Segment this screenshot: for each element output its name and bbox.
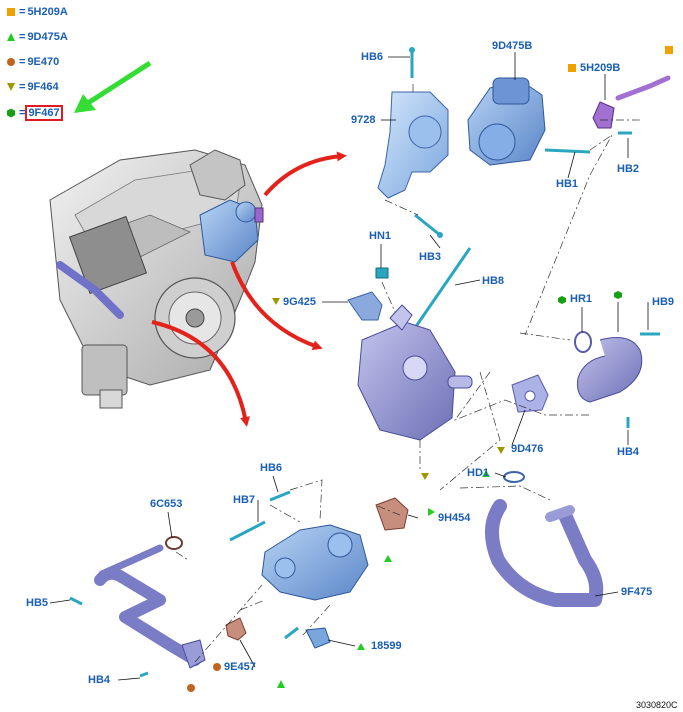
part-label-9g425: 9G425 bbox=[283, 296, 317, 308]
part-label-hb7: HB7 bbox=[233, 494, 256, 506]
part-label-6c653: 6C653 bbox=[150, 498, 183, 510]
part-label-5h209b: 5H209B bbox=[580, 62, 621, 74]
part-label-18599: 18599 bbox=[371, 640, 402, 652]
green-pointer-arrow bbox=[74, 60, 152, 113]
part-label-9728: 9728 bbox=[351, 114, 376, 126]
part-label-9d476: 9D476 bbox=[511, 443, 544, 455]
legend-code: 9F464 bbox=[27, 81, 59, 93]
lower-assembly bbox=[69, 490, 409, 678]
part-label-hb2: HB2 bbox=[617, 163, 640, 175]
part-label-hb8: HB8 bbox=[482, 275, 505, 287]
part-label-hb6-lower: HB6 bbox=[260, 462, 283, 474]
part-label-hb4-lower: HB4 bbox=[88, 674, 111, 686]
part-label-hb5: HB5 bbox=[26, 597, 49, 609]
engine-illustration bbox=[49, 149, 264, 409]
legend-row-9e470: =9E470 bbox=[6, 55, 59, 69]
reference-number: 3030820C bbox=[636, 700, 678, 710]
alignment-lines-lower bbox=[175, 479, 401, 663]
triangle-down-symbol-icon bbox=[7, 83, 15, 91]
legend-row-5h209a: =5H209A bbox=[6, 5, 68, 19]
circle-symbol-icon bbox=[7, 58, 15, 66]
part-label-hb6: HB6 bbox=[361, 51, 384, 63]
part-label-hd1: HD1 bbox=[467, 467, 490, 479]
part-label-hb4: HB4 bbox=[617, 446, 640, 458]
part-label-9d475b: 9D475B bbox=[492, 40, 533, 52]
part-label-hb9: HB9 bbox=[652, 296, 675, 308]
legend-row-9f464: =9F464 bbox=[6, 80, 59, 94]
square-symbol-icon bbox=[7, 8, 15, 16]
part-label-hb3: HB3 bbox=[419, 251, 442, 263]
part-label-9h454: 9H454 bbox=[438, 512, 471, 524]
hexagon-symbol-icon bbox=[7, 108, 15, 118]
legend-row-9d475a: =9D475A bbox=[6, 30, 68, 44]
diagram-symbols bbox=[187, 46, 673, 692]
red-callout-arrows bbox=[151, 151, 347, 427]
legend-code: 5H209A bbox=[27, 6, 68, 18]
alignment-lines bbox=[381, 84, 640, 501]
part-label-hb1: HB1 bbox=[556, 178, 579, 190]
part-label-9e457: 9E457 bbox=[224, 661, 256, 673]
part-label-hr1: HR1 bbox=[570, 293, 593, 305]
upper-assembly bbox=[347, 47, 671, 607]
part-label-hn1: HN1 bbox=[369, 230, 392, 242]
legend-code: 9D475A bbox=[27, 31, 68, 43]
leader-lines bbox=[49, 52, 649, 681]
part-label-9f475: 9F475 bbox=[621, 586, 653, 598]
legend-row-9f467: =9F467 bbox=[6, 105, 63, 121]
legend-code-highlighted: 9F467 bbox=[25, 105, 63, 121]
legend-code: 9E470 bbox=[27, 56, 60, 68]
triangle-up-symbol-icon bbox=[7, 33, 15, 41]
